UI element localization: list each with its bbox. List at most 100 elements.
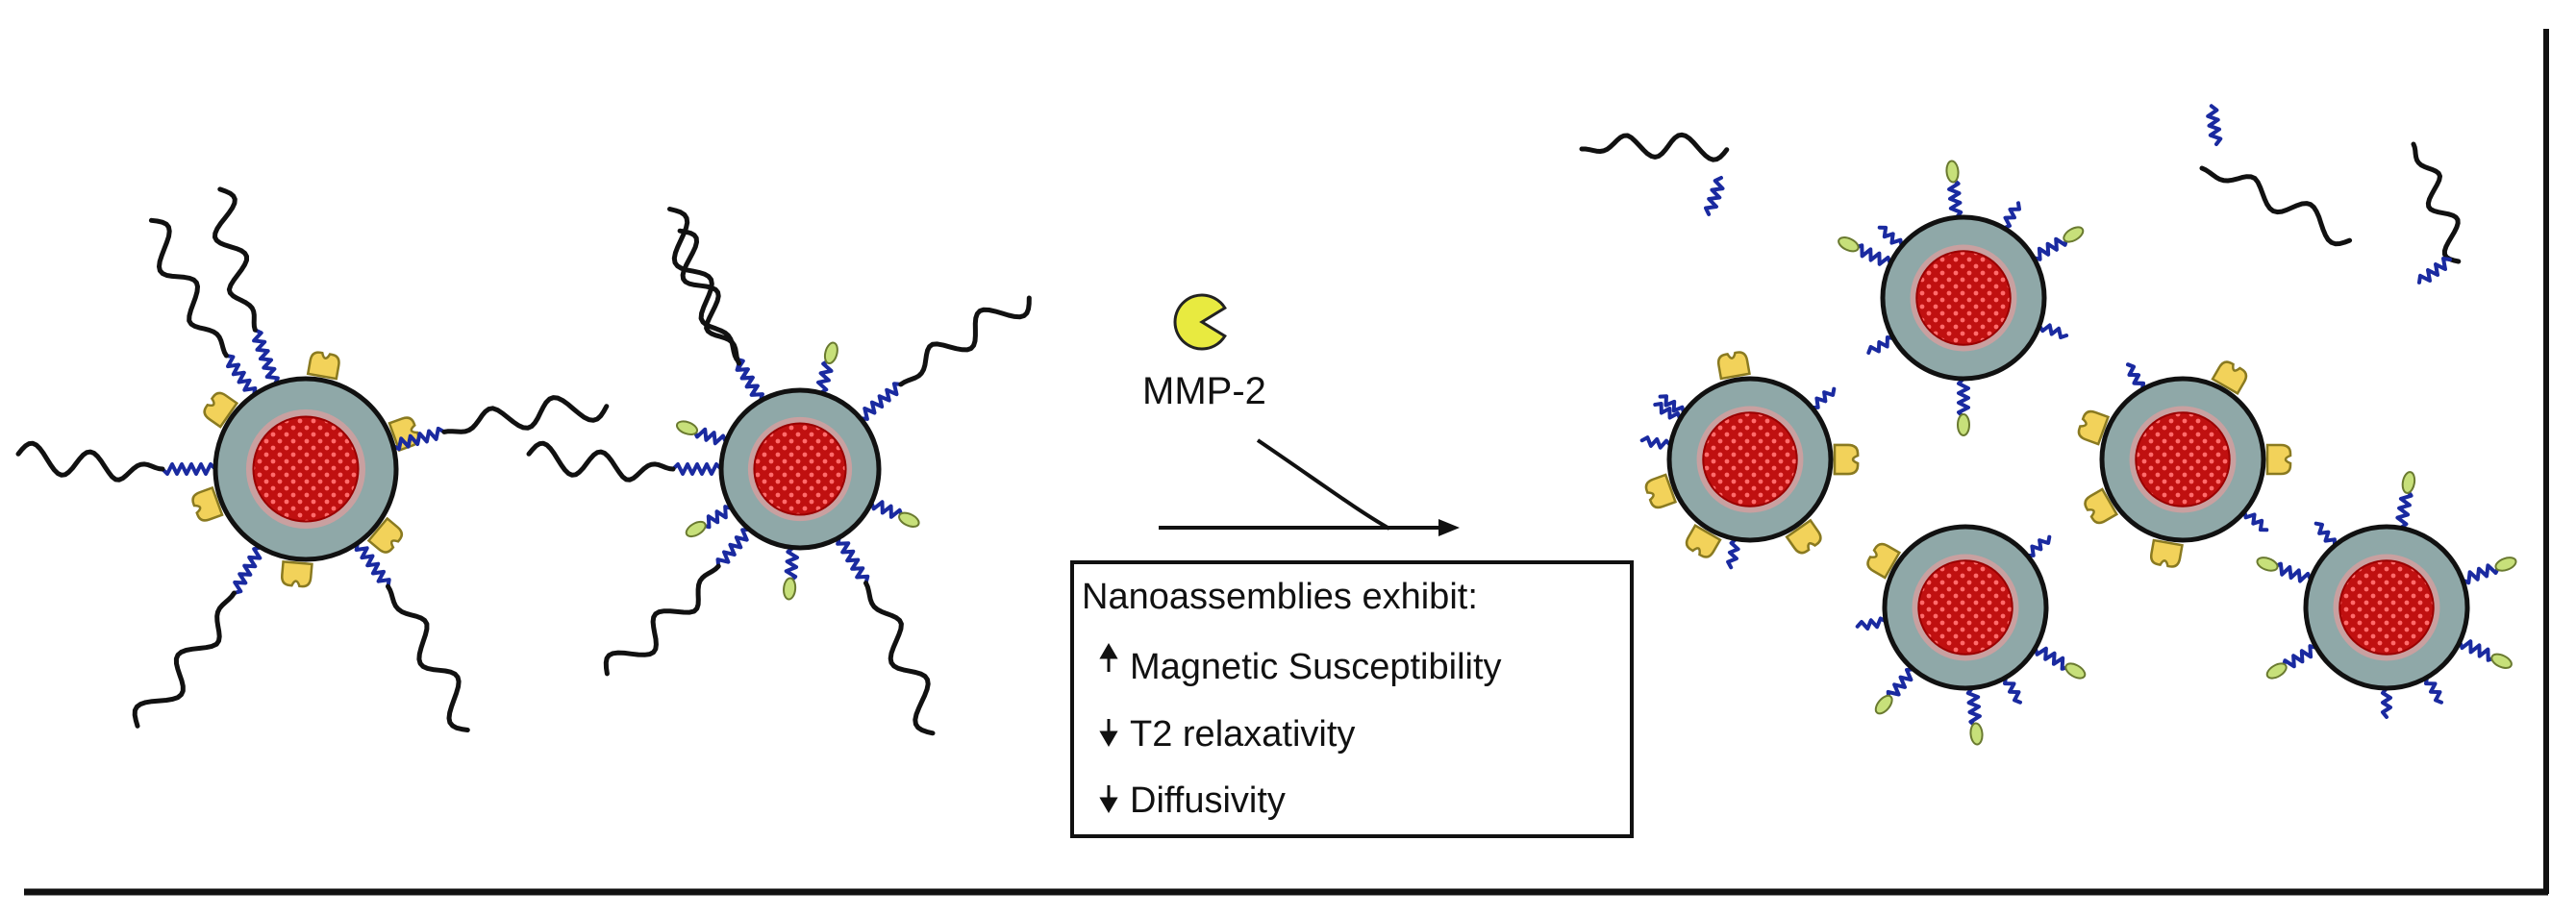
- cleaved-linker-stub: [1866, 335, 1896, 355]
- receptor-icon: [2077, 409, 2111, 446]
- mmp2-label: MMP-2: [1142, 370, 1266, 412]
- free-peg-fragment: [1579, 132, 1730, 162]
- peg-tether: [213, 186, 258, 333]
- peptide-linker: [390, 426, 446, 452]
- cleaved-linker-stub: [2424, 675, 2443, 705]
- peptide-linker: [1965, 685, 1982, 729]
- cleaved-linker-stub: [1877, 225, 1904, 248]
- peg-tether: [863, 581, 936, 736]
- nanoparticle: [2077, 360, 2292, 568]
- peptide-linker: [858, 382, 903, 421]
- receptor-icon: [1866, 542, 1902, 580]
- iron-oxide-core: [1915, 250, 2012, 346]
- info-item-diffusivity: Diffusivity: [1130, 780, 1286, 821]
- receptor-icon: [1716, 351, 1751, 381]
- ligand-icon: [823, 341, 838, 365]
- receptor-icon: [2084, 487, 2119, 525]
- peg-tether: [677, 228, 741, 366]
- receptor-icon: [1785, 518, 1822, 555]
- info-item-t2-relaxativity: T2 relaxativity: [1130, 714, 1355, 755]
- arrow-down-icon: [1099, 785, 1118, 813]
- reaction-arrow: [1159, 438, 1460, 536]
- cleaved-linker-stub: [2037, 323, 2069, 339]
- iron-oxide-core: [1702, 411, 1798, 508]
- ligand-icon: [1969, 722, 1984, 746]
- peptide-linker: [252, 328, 280, 386]
- cleaved-linker-stub: [2025, 534, 2052, 557]
- info-item-magnetic-susceptibility: Magnetic Susceptibility: [1130, 647, 1502, 687]
- iron-oxide-core: [2135, 411, 2231, 508]
- peptide-linker: [836, 535, 870, 585]
- peptide-linker: [2281, 644, 2319, 669]
- iron-oxide-core: [1917, 559, 2013, 656]
- nanoparticle: [1838, 160, 2085, 436]
- peptide-linker: [1853, 243, 1892, 266]
- ligand-icon: [1957, 413, 1970, 436]
- ligand-icon: [1945, 160, 1960, 184]
- cleaved-linker-stub: [2242, 509, 2269, 532]
- cleaved-peptide-fragments: [1579, 104, 2462, 285]
- ligand-icon: [2401, 471, 2416, 494]
- ligand-icon: [2256, 557, 2279, 572]
- ligand-icon: [898, 511, 920, 528]
- peptide-linker: [354, 541, 391, 589]
- nanoparticle: [1639, 351, 1860, 570]
- ligand-icon: [2265, 662, 2288, 680]
- iron-oxide-core: [252, 415, 360, 523]
- ligand-icon: [675, 420, 699, 435]
- free-peptide-fragment: [1704, 176, 1725, 216]
- peptide-linker: [1947, 177, 1963, 220]
- ligand-icon: [2490, 653, 2513, 669]
- receptor-icon: [2265, 443, 2292, 476]
- receptor-icon: [203, 391, 239, 429]
- nanoassemblies-info-box: Nanoassemblies exhibit: Magnetic Suscept…: [1070, 560, 1634, 838]
- nanoparticle-layer: [15, 160, 2517, 746]
- peptide-linker: [715, 527, 752, 569]
- cleaved-linker-stub: [1855, 616, 1888, 631]
- peptide-linker: [700, 505, 734, 530]
- peptide-linker: [161, 462, 217, 476]
- nanoparticle: [15, 186, 610, 732]
- peptide-linker: [2458, 639, 2497, 662]
- peptide-linker: [869, 500, 904, 519]
- peptide-linker: [232, 545, 263, 595]
- peptide-linker: [1886, 667, 1915, 701]
- peptide-linker: [735, 361, 764, 403]
- peg-tether: [386, 583, 470, 732]
- ligand-icon: [2064, 662, 2087, 680]
- receptor-icon: [191, 485, 224, 522]
- cleaved-linker-stub: [2003, 675, 2022, 705]
- peptide-linker: [1957, 377, 1970, 419]
- ligand-icon: [1874, 694, 1893, 715]
- cleaved-linker-stub: [1653, 402, 1683, 421]
- cleaved-linker-stub: [2313, 521, 2337, 548]
- peptide-linker: [2395, 487, 2413, 531]
- mmp2-enzyme: MMP-2: [1142, 293, 1266, 412]
- free-peptide-fragment: [2417, 257, 2452, 285]
- ligand-icon: [2063, 226, 2085, 243]
- nanoparticle: [1855, 524, 2087, 746]
- cleaved-linker-stub: [2126, 362, 2145, 392]
- cleaved-linker-stub: [1810, 386, 1837, 409]
- free-peptide-fragment: [2206, 104, 2223, 146]
- peg-tether: [898, 295, 1032, 387]
- peptide-linker: [2272, 561, 2313, 583]
- receptor-icon: [2149, 538, 2184, 568]
- cleaved-linker-stub: [2381, 686, 2392, 719]
- receptor-icon: [1833, 443, 1860, 476]
- peptide-linker: [692, 427, 728, 446]
- nanoparticle: [526, 207, 1032, 736]
- peg-tether: [441, 395, 610, 434]
- receptor-icon: [1644, 473, 1678, 509]
- receptor-icon: [281, 559, 313, 588]
- iron-oxide-core: [753, 422, 847, 516]
- ligand-icon: [783, 577, 797, 601]
- arrow-up-icon: [1099, 643, 1118, 672]
- cleaved-linker-stub: [2002, 201, 2021, 231]
- ligand-icon: [685, 520, 707, 538]
- ligand-icon: [2494, 557, 2517, 572]
- free-peg-fragment: [2411, 141, 2462, 264]
- peg-tether: [526, 440, 676, 483]
- peg-tether: [148, 217, 229, 359]
